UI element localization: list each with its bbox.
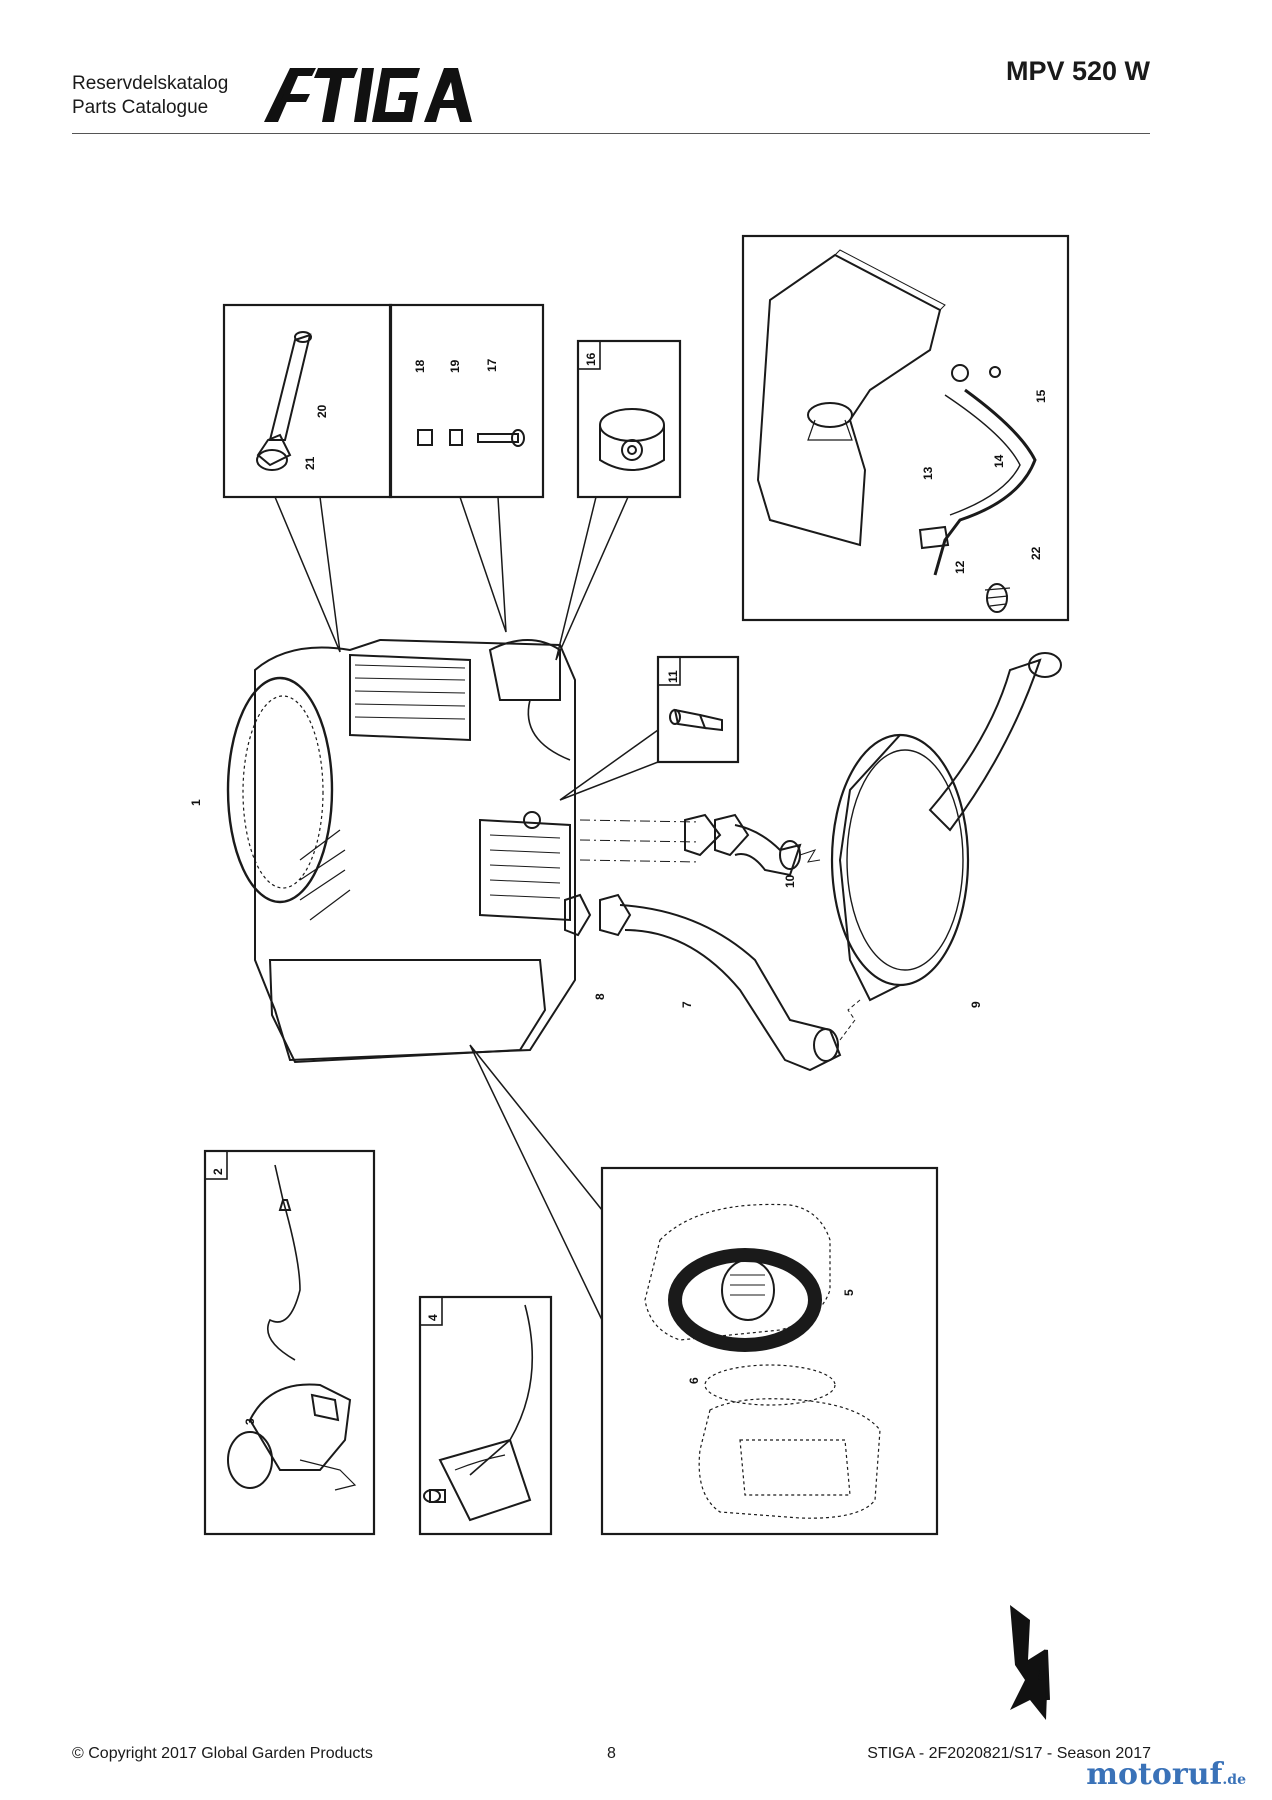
stiga-logo [264, 68, 472, 122]
throttle-cable [227, 1164, 357, 1491]
callout-6: 6 [687, 1377, 701, 1384]
direction-arrow [1010, 1605, 1048, 1720]
callout-16: 16 [584, 352, 598, 366]
footer-page-number: 8 [607, 1745, 616, 1762]
fuel-tank-inset [741, 234, 1070, 622]
watermark-brand: motoruf [1086, 1757, 1223, 1792]
footer-doc-ref: STIGA - 2F2020821/S17 - Season 2017 [867, 1745, 1151, 1762]
watermark-tld: .de [1222, 1772, 1246, 1788]
catalog-label-swedish: Reservdelskatalog [72, 73, 229, 94]
callout-17: 17 [485, 358, 499, 372]
callout-19: 19 [448, 359, 462, 373]
callout-22: 22 [1029, 546, 1043, 560]
callout-3: 3 [243, 1418, 257, 1425]
callout-21: 21 [303, 456, 317, 470]
callout-13: 13 [921, 466, 935, 480]
fuel-tank [756, 249, 1037, 613]
choke-cable-inset [418, 1295, 553, 1536]
pin-inset [388, 303, 545, 499]
engine-drawing [226, 638, 576, 1064]
callout-9: 9 [969, 1001, 983, 1008]
catalog-label: Reservdelskatalog Parts Catalogue [72, 72, 228, 120]
callout-11: 11 [666, 670, 680, 683]
callout-1: 1 [189, 799, 203, 806]
exhaust-pipe [619, 904, 842, 1072]
callout-20: 20 [315, 404, 329, 418]
callout-12: 12 [953, 560, 967, 574]
callout-10: 10 [783, 874, 797, 888]
footer-copyright: © Copyright 2017 Global Garden Products [72, 1745, 373, 1762]
callout-5: 5 [842, 1289, 856, 1296]
callout-18: 18 [413, 359, 427, 373]
muffler [830, 652, 1062, 1002]
oil-filter-inset [576, 339, 682, 499]
callout-15: 15 [1034, 389, 1048, 403]
spark-plug [669, 708, 723, 732]
choke-cable [423, 1304, 534, 1522]
catalog-label-english: Parts Catalogue [72, 97, 209, 118]
callout-numbers: 1 2 3 4 5 6 7 8 9 10 11 12 13 14 15 16 1… [189, 352, 1048, 1425]
callout-8: 8 [593, 993, 607, 1000]
callout-7: 7 [680, 1001, 694, 1008]
watermark-logo: motoruf.de [1086, 1757, 1246, 1792]
throttle-cable-inset [203, 1149, 376, 1536]
air-filter-inset [600, 1166, 939, 1536]
callout-2: 2 [211, 1168, 225, 1175]
callout-4: 4 [426, 1314, 440, 1321]
model-title: MPV 520 W [1005, 56, 1150, 86]
callout-14: 14 [992, 454, 1006, 468]
oil-filter [599, 408, 665, 471]
header-divider [72, 133, 1150, 134]
air-filter [644, 1203, 881, 1519]
spark-plug-inset [656, 655, 740, 764]
